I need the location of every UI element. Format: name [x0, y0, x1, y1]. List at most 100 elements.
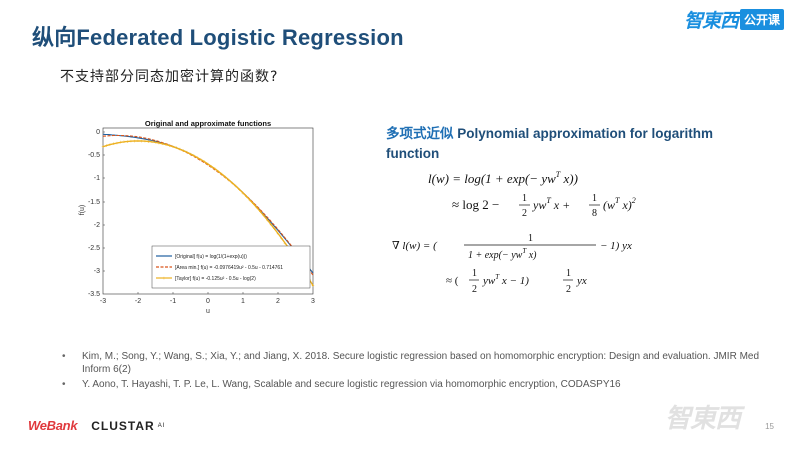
- watermark-logo: 智東西: [664, 404, 741, 434]
- slide-title: 纵向Federated Logistic Regression: [32, 25, 404, 50]
- chart-title: Original and approximate functions: [145, 119, 271, 128]
- svg-text:+: +: [161, 142, 164, 148]
- svg-text:+: +: [123, 140, 126, 146]
- formula-loss: l(w) = log(1 + exp(− ywT x)): [428, 170, 578, 186]
- ytick: -0.5: [88, 152, 100, 159]
- svg-text:+: +: [193, 154, 196, 160]
- ytick: -1: [94, 175, 100, 182]
- references-list: Kim, M.; Song, Y.; Wang, S.; Xia, Y.; an…: [62, 350, 762, 393]
- xtick: -3: [100, 298, 106, 305]
- chart-series: ++++++++++++++++++++++++++++++++++++++++…: [102, 133, 315, 289]
- brand-logo-text: 智東西: [683, 10, 739, 32]
- svg-text:ywT x +: ywT x +: [532, 196, 570, 212]
- svg-text:1: 1: [472, 268, 477, 279]
- svg-text:+: +: [242, 191, 245, 197]
- svg-text:+: +: [263, 214, 266, 220]
- ytick: -1.5: [88, 199, 100, 206]
- svg-text:+: +: [231, 181, 234, 187]
- svg-text:1: 1: [528, 233, 533, 244]
- svg-text:+: +: [189, 152, 192, 158]
- svg-text:+: +: [224, 175, 227, 181]
- svg-text:+: +: [196, 156, 199, 162]
- svg-text:+: +: [109, 142, 112, 148]
- brand-logo: 智東西 公开课: [684, 6, 784, 33]
- formula-gradient-approx: ≈ (: [446, 275, 459, 287]
- svg-text:+: +: [249, 198, 252, 204]
- ytick: -2.5: [88, 245, 100, 252]
- svg-text:(wT x)2: (wT x)2: [603, 196, 636, 212]
- svg-text:+: +: [203, 160, 206, 166]
- svg-text:+: +: [151, 140, 154, 146]
- x-axis-label: u: [206, 308, 210, 315]
- xtick: 2: [276, 298, 280, 305]
- xtick: 1: [241, 298, 245, 305]
- svg-text:+: +: [228, 178, 231, 184]
- xtick: 3: [311, 298, 315, 305]
- svg-text:+: +: [172, 145, 175, 151]
- svg-text:+: +: [144, 139, 147, 145]
- svg-text:1: 1: [592, 193, 597, 204]
- clustar-logo-sup: AI: [157, 422, 166, 429]
- svg-text:1: 1: [522, 193, 527, 204]
- svg-text:+: +: [168, 143, 171, 149]
- svg-text:+: +: [126, 139, 129, 145]
- svg-text:+: +: [214, 167, 217, 173]
- series-line: [102, 140, 314, 286]
- xtick: -1: [170, 298, 176, 305]
- svg-text:2: 2: [522, 208, 527, 219]
- svg-text:+: +: [235, 184, 238, 190]
- svg-text:+: +: [252, 202, 255, 208]
- svg-text:+: +: [182, 149, 185, 155]
- legend-original: [Original] f(u) = log(1/(1+exp(u))): [175, 254, 247, 260]
- reference-item: Kim, M.; Song, Y.; Wang, S.; Xia, Y.; an…: [62, 350, 762, 376]
- ytick: -2: [94, 222, 100, 229]
- svg-text:ywT x − 1): ywT x − 1): [482, 273, 529, 287]
- svg-text:+: +: [245, 194, 248, 200]
- svg-text:+: +: [163, 276, 166, 282]
- svg-text:+: +: [116, 141, 119, 147]
- svg-text:+: +: [280, 236, 283, 242]
- svg-text:+: +: [284, 241, 287, 247]
- svg-text:+: +: [133, 139, 136, 145]
- legend-area-min: [Area min.] f(u) = -0.0976419u² - 0.5u -…: [175, 265, 283, 271]
- question-text: 不支持部分同态加密计算的函数?: [60, 69, 279, 85]
- formula-taylor-approx: ≈ log 2 −: [452, 197, 499, 212]
- svg-text:+: +: [266, 218, 269, 224]
- y-axis-label: f(u): [79, 205, 86, 216]
- reference-item: Y. Aono, T. Hayashi, T. P. Le, L. Wang, …: [62, 378, 762, 391]
- svg-text:+: +: [147, 139, 150, 145]
- xtick: 0: [206, 298, 210, 305]
- svg-text:+: +: [210, 164, 213, 170]
- svg-text:+: +: [277, 231, 280, 237]
- ytick: 0: [96, 129, 100, 136]
- svg-text:+: +: [105, 143, 108, 149]
- chart-legend: + [Original] f(u) = log(1/(1+exp(u))) [A…: [151, 245, 311, 289]
- svg-text:+: +: [165, 142, 168, 148]
- svg-text:+: +: [256, 206, 259, 212]
- svg-text:1 + exp(− ywT x): 1 + exp(− ywT x): [468, 247, 537, 261]
- svg-text:+: +: [200, 158, 203, 164]
- formula-gradient: ∇ l(w) = (: [392, 240, 438, 252]
- svg-text:+: +: [175, 146, 178, 152]
- brand-badge: 公开课: [739, 9, 784, 30]
- page-number: 15: [765, 422, 774, 431]
- svg-text:+: +: [312, 283, 315, 289]
- svg-text:+: +: [259, 210, 262, 216]
- svg-text:− 1) yx: − 1) yx: [600, 240, 632, 252]
- clustar-logo-text: CLUSTAR: [91, 418, 155, 433]
- svg-text:8: 8: [592, 208, 597, 219]
- svg-text:+: +: [221, 172, 224, 178]
- svg-text:+: +: [273, 227, 276, 233]
- ytick: -3: [94, 268, 100, 275]
- svg-text:1: 1: [566, 268, 571, 279]
- polynomial-heading-cn: 多项式近似: [386, 126, 454, 141]
- svg-text:+: +: [158, 141, 161, 147]
- polynomial-heading-en: Polynomial approximation for logarithm f…: [386, 126, 714, 161]
- polynomial-heading: 多项式近似 Polynomial approximation for logar…: [386, 124, 726, 164]
- svg-text:+: +: [154, 140, 157, 146]
- svg-text:+: +: [238, 187, 241, 193]
- ytick: -3.5: [88, 291, 100, 298]
- svg-text:+: +: [102, 145, 105, 151]
